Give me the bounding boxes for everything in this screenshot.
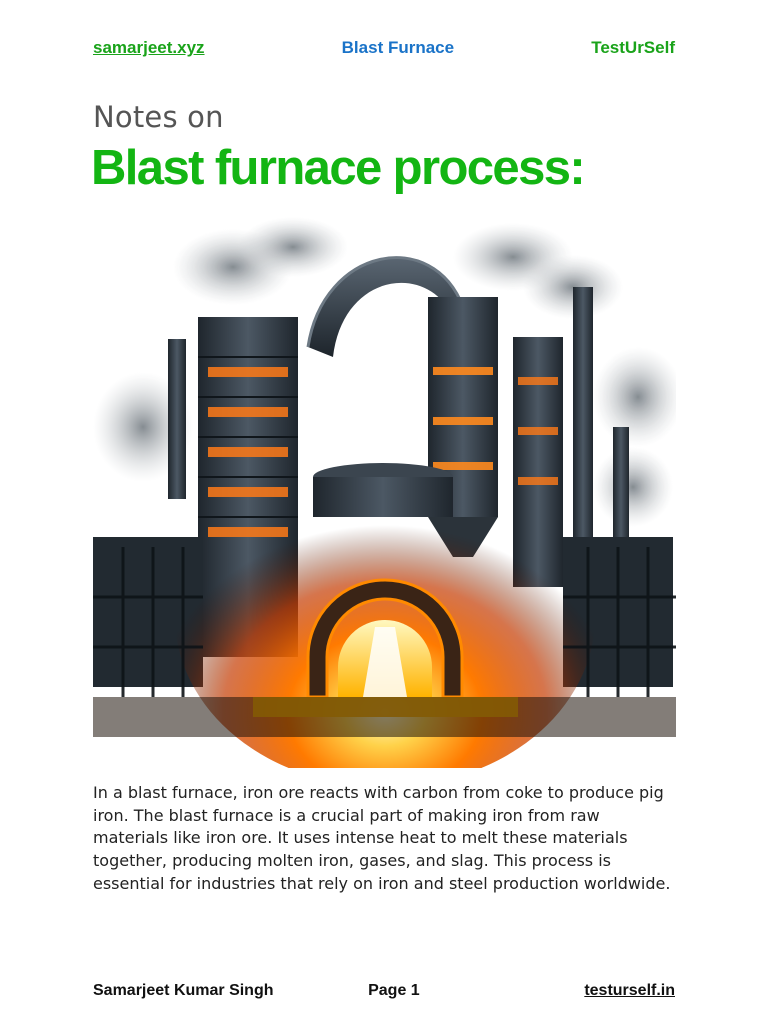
furnace-arch xyxy=(306,578,464,699)
testurself-link[interactable]: testurself.in xyxy=(584,982,675,999)
footer-page-number: Page 1 xyxy=(368,982,420,999)
footer-author: Samarjeet Kumar Singh xyxy=(93,982,274,999)
heading-kicker: Notes on xyxy=(93,100,224,134)
page-title: Blast furnace process: xyxy=(91,141,586,195)
intro-paragraph: In a blast furnace, iron ore reacts with… xyxy=(93,783,671,893)
blast-furnace-illustration xyxy=(93,217,676,768)
header-topic: Blast Furnace xyxy=(341,38,455,57)
page-header: samarjeet.xyz Blast Furnace TestUrSelf xyxy=(93,36,675,60)
samarjeet-link[interactable]: samarjeet.xyz xyxy=(93,38,205,57)
header-brand: TestUrSelf xyxy=(591,38,675,57)
page-footer: Samarjeet Kumar Singh Page 1 testurself.… xyxy=(93,980,675,1002)
